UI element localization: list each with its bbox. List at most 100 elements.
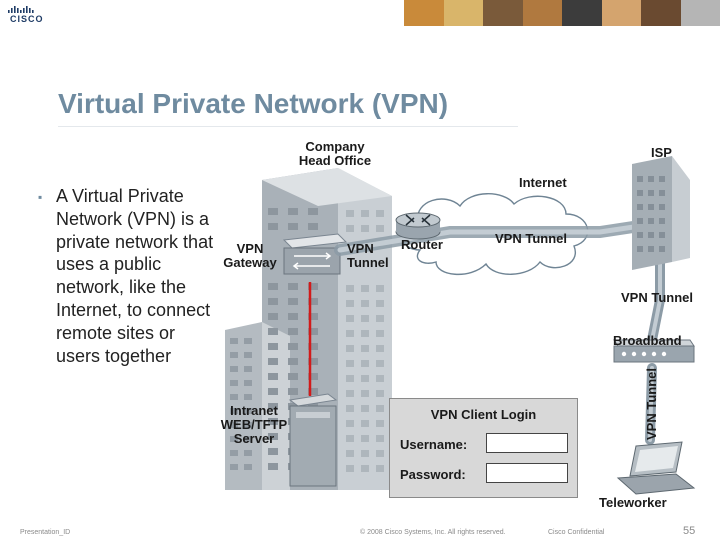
- window: [230, 366, 238, 372]
- photo-tile: [443, 0, 483, 26]
- window: [648, 190, 654, 196]
- window: [346, 315, 354, 322]
- window: [346, 330, 354, 337]
- window: [308, 223, 318, 230]
- window: [268, 448, 278, 455]
- window: [361, 375, 369, 382]
- window: [637, 218, 643, 224]
- window: [268, 463, 278, 470]
- window: [288, 358, 298, 365]
- window: [268, 328, 278, 335]
- window: [659, 190, 665, 196]
- window: [637, 246, 643, 252]
- window: [376, 210, 384, 217]
- window: [288, 298, 298, 305]
- window: [230, 338, 238, 344]
- window: [361, 465, 369, 472]
- vpn-tunnel-label-isp: VPN Tunnel: [621, 290, 693, 305]
- window: [346, 375, 354, 382]
- window: [648, 232, 654, 238]
- photo-tile: [562, 0, 602, 26]
- server-icon: [288, 393, 338, 487]
- window: [268, 313, 278, 320]
- window: [230, 394, 238, 400]
- window: [268, 223, 278, 230]
- company-head-office-label: Company Head Office: [298, 139, 372, 168]
- window: [361, 345, 369, 352]
- window: [230, 380, 238, 386]
- window: [288, 328, 298, 335]
- photo-tile: [641, 0, 681, 26]
- page-number: 55: [683, 525, 696, 537]
- window: [308, 298, 318, 305]
- window: [230, 450, 238, 456]
- footer-copyright: © 2008 Cisco Systems, Inc. All rights re…: [360, 529, 506, 536]
- window: [648, 204, 654, 210]
- window: [361, 285, 369, 292]
- window: [244, 380, 252, 386]
- window: [637, 204, 643, 210]
- slide-title: Virtual Private Network (VPN): [58, 88, 449, 119]
- window: [376, 360, 384, 367]
- cisco-logo-icon: [8, 6, 34, 13]
- window: [376, 435, 384, 442]
- username-field[interactable]: [486, 433, 568, 453]
- window: [346, 360, 354, 367]
- window: [268, 403, 278, 410]
- window: [288, 343, 298, 350]
- window: [308, 388, 318, 395]
- intranet-server-label: Intranet WEB/TFTP Server: [220, 403, 288, 446]
- title-divider: [58, 126, 518, 127]
- internet-label: Internet: [519, 175, 567, 190]
- password-field[interactable]: [486, 463, 568, 483]
- window: [361, 330, 369, 337]
- window: [648, 246, 654, 252]
- window: [288, 313, 298, 320]
- window: [230, 464, 238, 470]
- window: [268, 418, 278, 425]
- vpn-tunnel-label-local: VPN Tunnel: [347, 241, 389, 270]
- window: [346, 285, 354, 292]
- photo-tile: [483, 0, 523, 26]
- isp-windows: [637, 176, 665, 252]
- window: [361, 435, 369, 442]
- vpn-client-login-dialog: VPN Client Login Username: Password:: [389, 398, 578, 498]
- window: [244, 352, 252, 358]
- window: [288, 223, 298, 230]
- window: [244, 338, 252, 344]
- window: [637, 176, 643, 182]
- window: [308, 373, 318, 380]
- isp-label: ISP: [651, 145, 672, 160]
- window: [361, 405, 369, 412]
- photo-tile: [404, 0, 444, 26]
- window: [361, 450, 369, 457]
- building-windows: [230, 208, 384, 472]
- window: [648, 218, 654, 224]
- window: [244, 366, 252, 372]
- vpn-diagram: [225, 156, 696, 495]
- window: [346, 210, 354, 217]
- window: [308, 283, 318, 290]
- window: [346, 450, 354, 457]
- vpn-tunnel-label-internet: VPN Tunnel: [495, 231, 567, 246]
- window: [361, 390, 369, 397]
- window: [376, 315, 384, 322]
- login-title: VPN Client Login: [430, 407, 537, 422]
- photo-tile: [680, 0, 720, 26]
- username-label: Username:: [400, 437, 468, 452]
- window: [308, 313, 318, 320]
- window: [376, 285, 384, 292]
- teleworker-label: Teleworker: [599, 495, 667, 510]
- window: [268, 343, 278, 350]
- photo-tile: [522, 0, 562, 26]
- window: [361, 315, 369, 322]
- diagram-labels: Company Head Office ISP Internet VPN Gat…: [205, 138, 720, 513]
- vpn-gateway-icon: [282, 233, 348, 275]
- window: [308, 343, 318, 350]
- window: [361, 300, 369, 307]
- window: [346, 300, 354, 307]
- photo-tile: [601, 0, 641, 26]
- window: [376, 300, 384, 307]
- window: [361, 420, 369, 427]
- window: [268, 358, 278, 365]
